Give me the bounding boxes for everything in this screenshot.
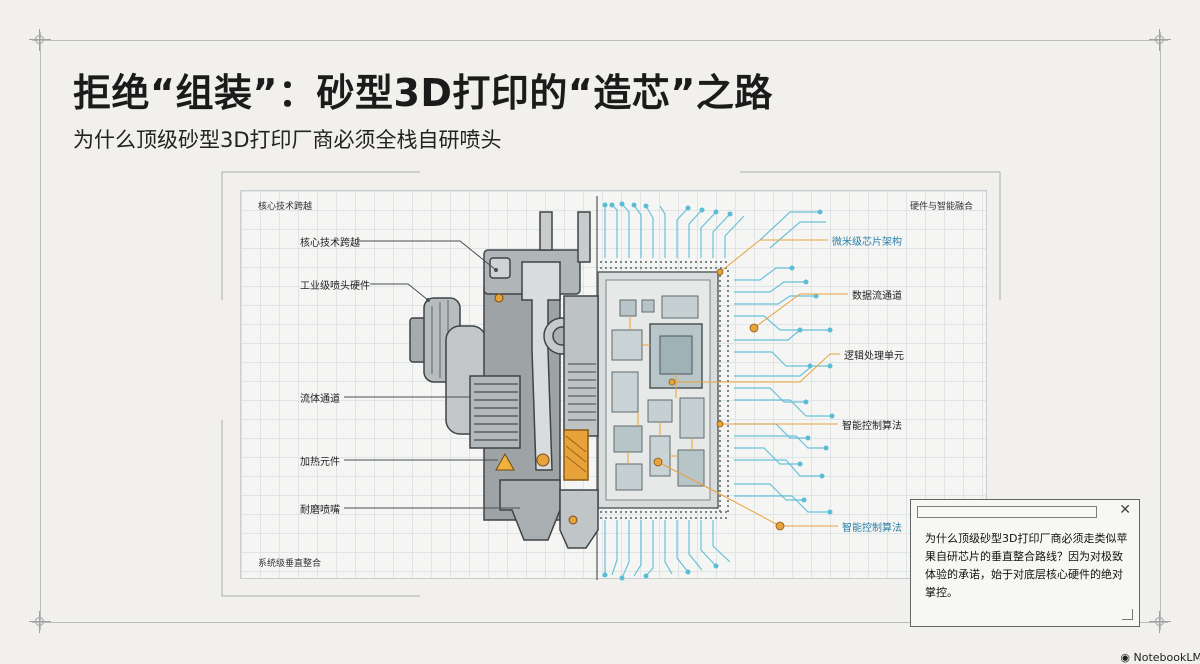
frame-right-line (1160, 32, 1161, 630)
left-leader-lines (344, 240, 520, 509)
corner-crosshair-icon (1149, 611, 1171, 633)
label-core-tech: 核心技术跨越 (300, 238, 360, 249)
label-fluid-channel: 流体通道 (300, 394, 340, 405)
print-head-mechanism (409, 211, 599, 549)
label-chip-architecture: 微米级芯片架构 (832, 237, 902, 248)
label-control-algorithm-2: 智能控制算法 (842, 523, 902, 534)
circuit-pads (602, 201, 835, 581)
notebooklm-icon: ◉ (1120, 651, 1134, 664)
frame-top-line (32, 40, 1168, 41)
callout-title-bar (917, 506, 1097, 518)
page-title: 拒绝“组装”：砂型3D打印的“造芯”之路 (73, 71, 773, 115)
circuit-traces (604, 203, 832, 579)
resize-grip-icon (1122, 609, 1133, 620)
label-printhead-hardware: 工业级喷头硬件 (300, 281, 370, 292)
right-leader-lines (657, 239, 848, 527)
label-wear-nozzle: 耐磨喷嘴 (300, 505, 340, 516)
label-control-algorithm: 智能控制算法 (842, 421, 902, 432)
label-heating-element: 加热元件 (300, 457, 340, 468)
frame-left-line (40, 32, 41, 630)
callout-text: 为什么顶级砂型3D打印厂商必须走类似苹果自研芯片的垂直整合路线？因为对极致体验的… (925, 532, 1128, 599)
callout-box: ✕ 为什么顶级砂型3D打印厂商必须走类似苹果自研芯片的垂直整合路线？因为对极致体… (910, 499, 1140, 627)
chip-package (597, 261, 729, 519)
corner-crosshair-icon (29, 611, 51, 633)
corner-crosshair-icon (29, 29, 51, 51)
label-logic-unit: 逻辑处理单元 (844, 351, 904, 362)
corner-label-top-right: 硬件与智能融合 (910, 202, 974, 212)
corner-label-top-left: 核心技术跨越 (258, 202, 313, 212)
corner-crosshair-icon (1149, 29, 1171, 51)
blueprint-panel (240, 190, 987, 579)
watermark-logo: ◉ NotebookLM (1120, 651, 1200, 664)
label-data-channel: 数据流通道 (852, 291, 902, 302)
page-subtitle: 为什么顶级砂型3D打印厂商必须全栈自研喷头 (73, 128, 502, 152)
corner-label-bottom-left: 系统级垂直整合 (258, 559, 322, 569)
watermark-text: NotebookLM (1133, 651, 1200, 664)
frame-bottom-line (32, 622, 1168, 623)
close-icon[interactable]: ✕ (1119, 502, 1131, 518)
